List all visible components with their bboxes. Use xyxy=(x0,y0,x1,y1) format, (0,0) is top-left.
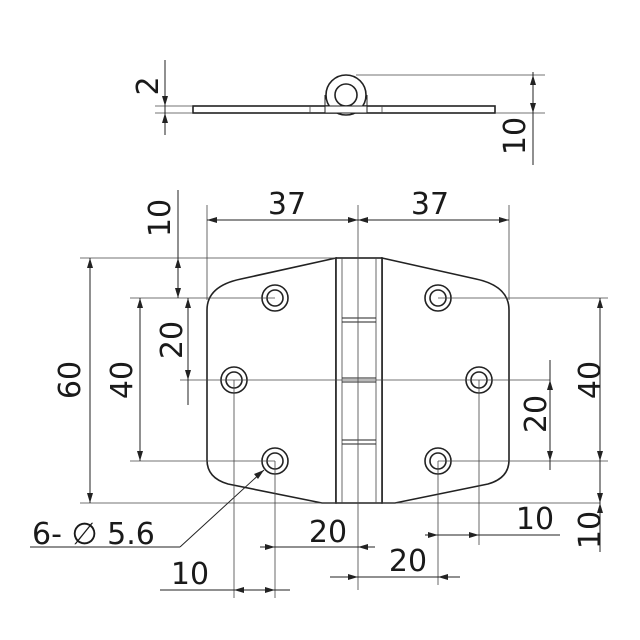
dim-right-leaf-width: 37 xyxy=(411,187,449,222)
side-thickness-label: 2 xyxy=(131,76,166,95)
dim-10-lower-left: 10 xyxy=(171,557,209,592)
dim-20-upper: 20 xyxy=(309,515,347,550)
side-view: 2 10 xyxy=(131,60,545,165)
knuckle-barrel xyxy=(335,257,383,504)
top-view: 37 37 10 60 40 20 40 xyxy=(30,187,608,598)
side-knuckle-pin xyxy=(334,83,358,107)
hole-callout-text: 6- ∅ 5.6 xyxy=(32,517,155,552)
dim-top-offset: 10 xyxy=(143,199,178,237)
dim-right-inner-spacing: 20 xyxy=(519,395,554,433)
left-leaf xyxy=(206,257,337,504)
dim-overall-height: 60 xyxy=(53,361,88,399)
dim-left-outer-spacing: 40 xyxy=(105,361,140,399)
side-height-label: 10 xyxy=(498,117,533,155)
dim-left-leaf-width: 37 xyxy=(268,187,306,222)
right-leaf xyxy=(381,257,510,504)
dim-20-lower: 20 xyxy=(389,544,427,579)
dim-10-right: 10 xyxy=(516,502,554,537)
dim-bottom-offset: 10 xyxy=(573,511,608,549)
dim-right-outer-spacing: 40 xyxy=(573,361,608,399)
hole-callout: 6- ∅ 5.6 xyxy=(32,517,155,552)
dim-left-inner-spacing: 20 xyxy=(155,321,190,359)
